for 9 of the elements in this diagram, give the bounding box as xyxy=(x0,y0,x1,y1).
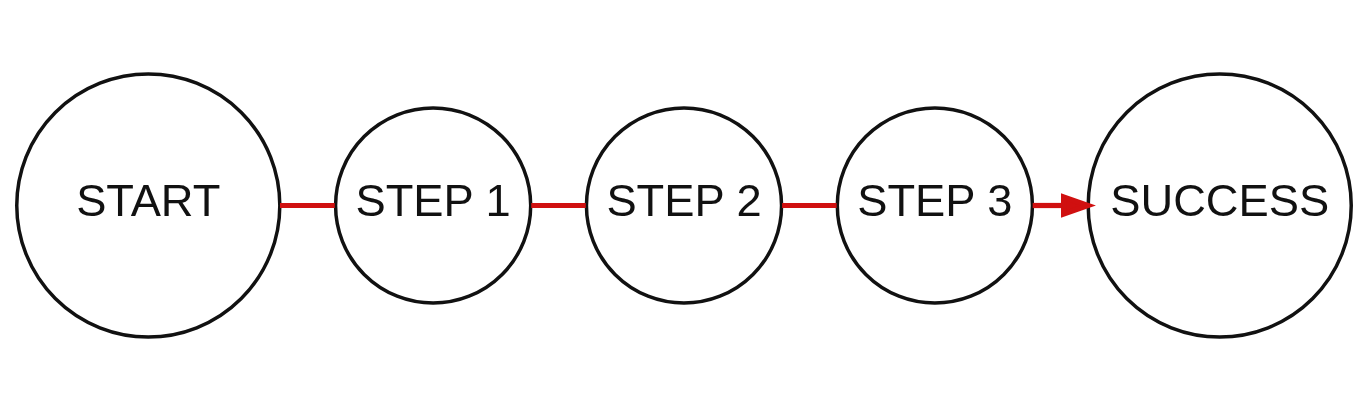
node-circle: STEP 2 xyxy=(584,106,784,305)
node-circle: START xyxy=(15,72,282,339)
connector xyxy=(280,202,335,209)
node-circle: STEP 1 xyxy=(333,106,533,305)
arrow xyxy=(1032,193,1096,218)
node-circle: STEP 3 xyxy=(835,106,1035,305)
connector xyxy=(782,202,837,209)
node-circle: SUCCESS xyxy=(1086,72,1353,339)
connector xyxy=(531,202,586,209)
